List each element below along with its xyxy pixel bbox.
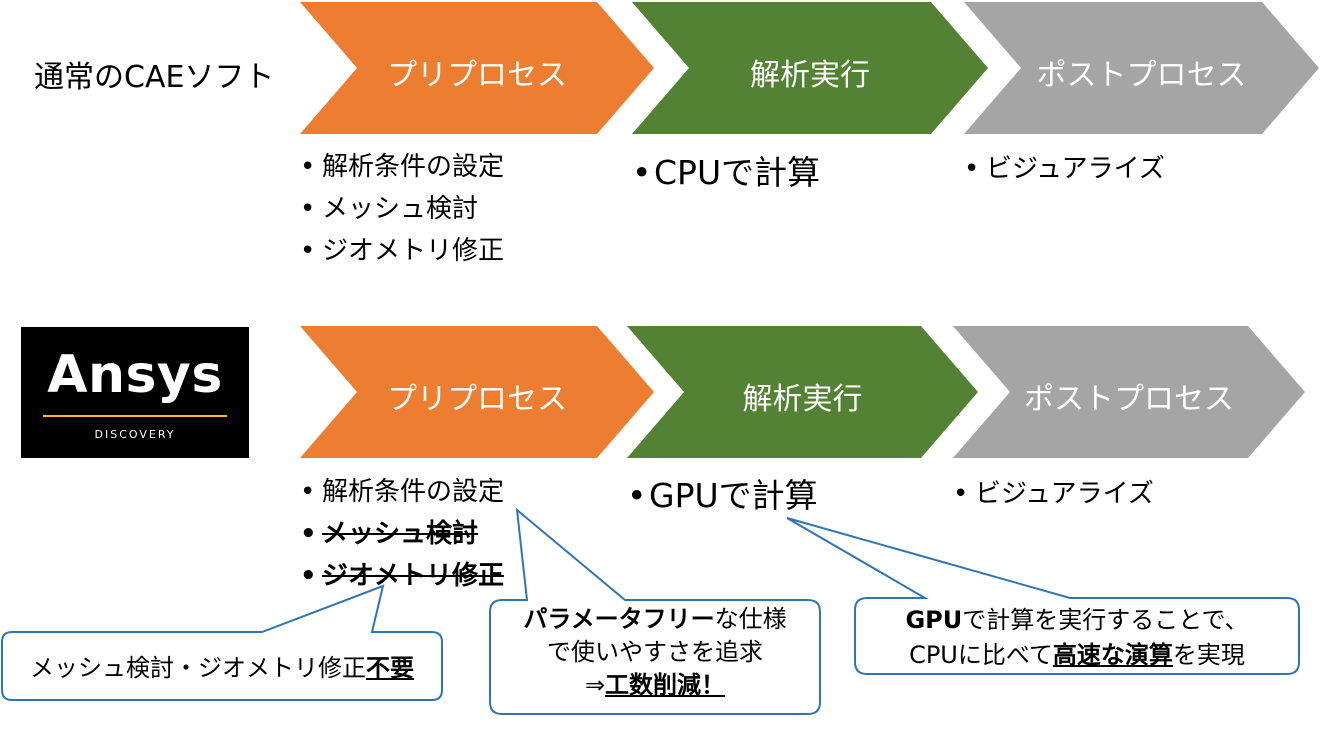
row1-pre-label: プリプロセス xyxy=(387,58,567,93)
row2-pre-list: 解析条件の設定 メッシュ検討 ジオメトリ修正 xyxy=(300,471,504,597)
logo-divider xyxy=(43,415,227,417)
callout1-emphasis: 不要 xyxy=(366,654,414,682)
list-item: 解析条件の設定 xyxy=(300,471,504,513)
callout3-text: GPUで計算を実行することで、 CPUに比べて高速な演算を実現 xyxy=(855,603,1299,673)
list-item: ビジュアライズ xyxy=(953,473,1154,515)
callout2-bubble xyxy=(489,507,821,715)
row2-post-chevron xyxy=(953,326,1305,458)
callout3-bubble xyxy=(786,517,1300,675)
callout2-line2: で使いやすさを追求 xyxy=(547,638,763,666)
row2-exec-chevron xyxy=(627,326,978,458)
callout2-rest: な仕様 xyxy=(714,605,787,633)
logo-subtitle: DISCOVERY xyxy=(94,428,176,441)
struck-list-item: メッシュ検討 xyxy=(300,513,504,555)
logo-wordmark: Ansys xyxy=(47,345,223,405)
callout3-emphasis: 高速な演算 xyxy=(1052,641,1173,669)
row2-exec-list: GPUで計算 xyxy=(627,475,818,517)
callout2-emphasis: 工数削減！ xyxy=(605,671,726,699)
callout2-text: パラメータフリーな仕様 で使いやすさを追求 ⇒工数削減！ xyxy=(490,603,820,702)
list-item: 解析条件の設定 xyxy=(300,146,504,188)
list-item: メッシュ検討 xyxy=(300,188,504,230)
row2-pre-chevron xyxy=(300,326,654,458)
row1-post-label: ポストプロセス xyxy=(1036,58,1247,93)
callout2-bold: パラメータフリー xyxy=(523,605,715,633)
callout3-post: を実現 xyxy=(1172,641,1245,669)
row1-exec-list: CPUで計算 xyxy=(632,152,820,194)
callout1-plain: メッシュ検討・ジオメトリ修正 xyxy=(30,654,366,682)
row1-post-list: ビジュアライズ xyxy=(964,148,1165,190)
callout3-bold: GPU xyxy=(905,606,963,634)
row1-title: 通常のCAEソフト xyxy=(34,60,275,95)
callout2-arrow: ⇒ xyxy=(584,671,606,699)
callout1-bubble xyxy=(1,584,443,701)
callout3-pre: CPUに比べて xyxy=(909,641,1053,669)
list-item: ジオメトリ修正 xyxy=(300,230,504,272)
ansys-discovery-logo: Ansys DISCOVERY xyxy=(21,327,249,458)
list-item: GPUで計算 xyxy=(627,475,818,517)
row2-pre-label: プリプロセス xyxy=(387,382,567,417)
list-item: ビジュアライズ xyxy=(964,148,1165,190)
row1-exec-chevron xyxy=(632,2,988,134)
row2-post-list: ビジュアライズ xyxy=(953,473,1154,515)
row2-exec-label: 解析実行 xyxy=(742,382,863,417)
row1-pre-chevron xyxy=(300,2,654,134)
row1-post-chevron xyxy=(964,2,1319,134)
callout3-rest: で計算を実行することで、 xyxy=(962,606,1249,634)
callout1-text: メッシュ検討・ジオメトリ修正不要 xyxy=(2,645,442,691)
struck-list-item: ジオメトリ修正 xyxy=(300,555,504,597)
row2-post-label: ポストプロセス xyxy=(1024,382,1234,417)
row1-exec-label: 解析実行 xyxy=(750,58,870,93)
list-item: CPUで計算 xyxy=(632,152,820,194)
row1-pre-list: 解析条件の設定 メッシュ検討 ジオメトリ修正 xyxy=(300,146,504,272)
